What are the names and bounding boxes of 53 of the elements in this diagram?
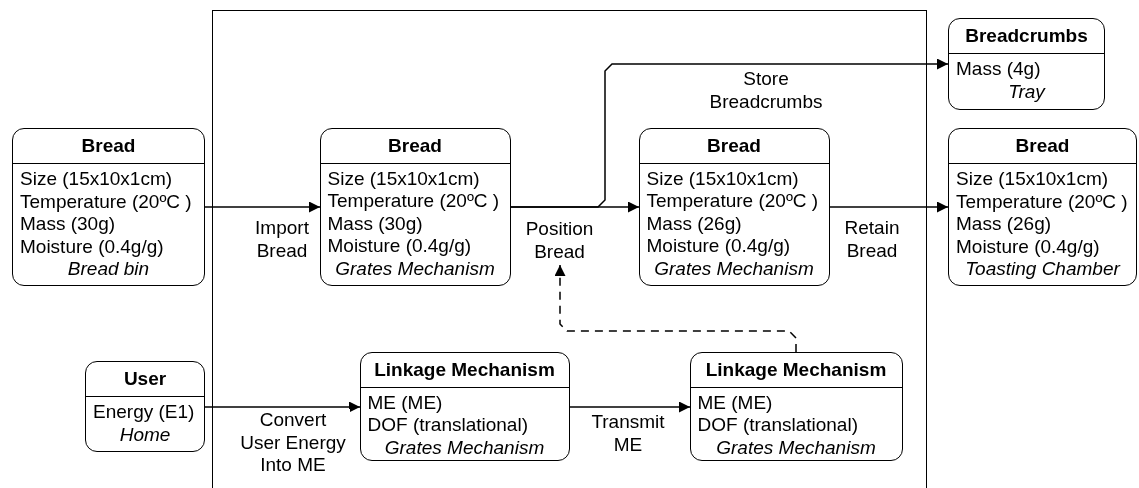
attribute-text: Moisture (0.4g/g) (20, 235, 164, 258)
attribute-text: Mass (30g) (20, 213, 116, 236)
flow-label: Position Bread (519, 216, 600, 265)
attribute-text: Size (15x10x1cm) (956, 168, 1109, 191)
class-box (12, 128, 205, 286)
box-title: User (86, 362, 204, 397)
box-title: Bread (13, 129, 204, 164)
arrow (569, 401, 691, 413)
attribute-text: Mass (26g) (956, 213, 1052, 236)
attribute-text: Moisture (0.4g/g) (327, 235, 472, 258)
arrow (829, 201, 949, 213)
attribute-text: DOF (translational) (697, 414, 858, 437)
box-title: Bread (949, 129, 1136, 164)
attribute-text: Moisture (0.4g/g) (646, 235, 791, 258)
dashed-arrow (554, 264, 797, 353)
arrow (510, 58, 949, 208)
attribute-text: Temperature (20ºC ) (327, 190, 500, 213)
attribute-text: Mass (26g) (646, 212, 742, 235)
location-text: Grates Mechanism (653, 257, 815, 280)
class-box (948, 128, 1137, 286)
class-box (359, 351, 570, 461)
box-title: Breadcrumbs (949, 19, 1104, 54)
attribute-text: Size (15x10x1cm) (646, 167, 799, 190)
class-box (689, 351, 903, 461)
attribute-text: Mass (4g) (956, 58, 1041, 81)
attribute-text: Size (15x10x1cm) (20, 168, 173, 191)
attribute-text: Moisture (0.4g/g) (956, 235, 1100, 258)
location-text: Grates Mechanism (383, 436, 546, 459)
attribute-text: Temperature (20ºC ) (646, 190, 819, 213)
location-text: Home (118, 423, 172, 446)
box-title: Linkage Mechanism (360, 352, 569, 388)
location-text: Tray (1007, 80, 1047, 103)
attribute-text: Mass (30g) (327, 212, 423, 235)
class-box (638, 127, 830, 286)
class-box (319, 127, 511, 286)
attribute-text: DOF (translational) (367, 414, 528, 437)
location-text: Toasting Chamber (964, 258, 1122, 281)
class-box (85, 361, 205, 452)
arrow (204, 201, 321, 213)
attribute-text: Energy (E1) (93, 401, 195, 424)
location-text: Grates Mechanism (715, 436, 877, 459)
attribute-text: Size (15x10x1cm) (327, 167, 480, 190)
arrow (204, 401, 361, 413)
attribute-text: Temperature (20ºC ) (956, 190, 1128, 213)
attribute-text: Temperature (20ºC ) (20, 190, 192, 213)
location-text: Bread bin (66, 258, 151, 281)
box-title: Bread (639, 128, 829, 164)
box-title: Bread (320, 128, 510, 164)
attribute-text: ME (ME) (697, 391, 773, 414)
class-box (948, 18, 1105, 110)
attribute-text: ME (ME) (367, 391, 443, 414)
box-title: Linkage Mechanism (690, 352, 902, 388)
location-text: Grates Mechanism (334, 257, 496, 280)
